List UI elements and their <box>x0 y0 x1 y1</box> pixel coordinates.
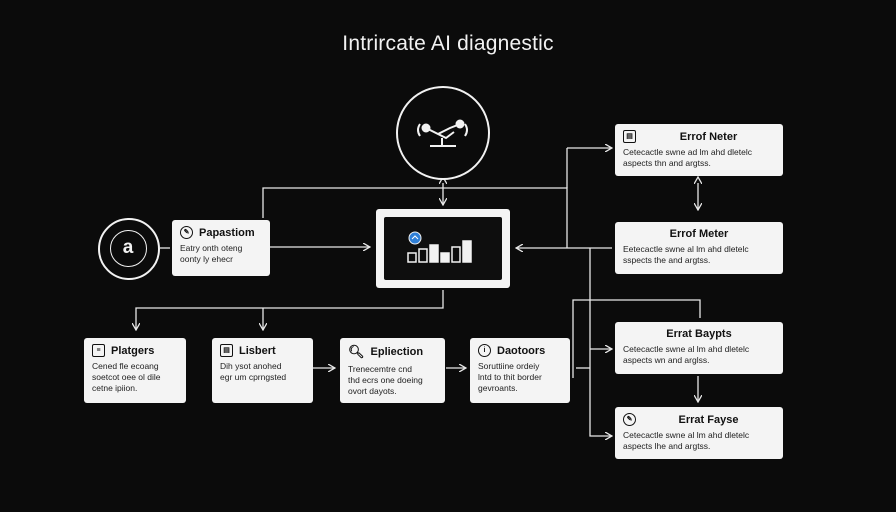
document-icon: ▤ <box>220 344 233 357</box>
box-error-3: Errat Baypts Cetecactle swne al lm ahd d… <box>615 322 783 374</box>
diagram-title: Intrircate AI diagnestic <box>342 32 554 55</box>
connector-bus-error-4 <box>589 248 612 436</box>
input-box-title: Papastiom <box>199 226 255 239</box>
input-box-line: Eatry onth oteng <box>180 243 243 253</box>
box-line: lntd to thit border <box>478 372 542 382</box>
clipboard-icon: ▤ <box>623 130 636 143</box>
connector-top-loop <box>262 187 568 248</box>
box-line: Cened fle ecoang <box>92 361 159 371</box>
connector-monitor-platgers <box>136 290 444 330</box>
box-line: aspects thn and argtss. <box>623 158 711 168</box>
input-box-line: oonty ly ehecr <box>180 254 233 264</box>
connector-daotoors-error-3 <box>572 299 701 378</box>
left-circle: a <box>98 218 160 280</box>
box-line: gevroants. <box>478 383 518 393</box>
box-title: Daotoors <box>497 344 546 357</box>
box-title: Lisbert <box>239 344 276 357</box>
box-line: soetcot oee ol dile <box>92 372 161 382</box>
box-line: Soruttiine ordeiy <box>478 361 540 371</box>
box-line: ovort dayots. <box>348 386 397 396</box>
box-line: Cetecactle swne al lm ahd dletelc <box>623 344 750 354</box>
box-line: cetne ipiion. <box>92 383 138 393</box>
box-error-2: Errof Meter Eetecactle swne al lm ahd dl… <box>615 222 783 274</box>
box-line: Trenecemtre cnd <box>348 364 412 374</box>
box-line: thd ecrs one doeing <box>348 375 423 385</box>
box-epliection: 🔍︎ Epliection Trenecemtre cnd thd ecrs on… <box>340 338 445 403</box>
bar-chart-monitor-icon <box>407 231 472 263</box>
box-title: Errof Neter <box>679 130 738 143</box>
box-line: Cetecactle swne ad lm ahd dletelc <box>623 147 752 157</box>
input-box: ✎ Papastiom Eatry onth oteng oonty ly ehe… <box>172 220 270 276</box>
robot-drone-icon <box>417 119 468 147</box>
box-error-1: ▤ Errof Neter Cetecactle swne ad lm ahd d… <box>615 124 783 176</box>
box-error-4: ✎ Errat Fayse Cetecactle swne al lm ahd d… <box>615 407 783 459</box>
box-title: Platgers <box>111 344 155 357</box>
box-title: Epliection <box>370 346 424 358</box>
box-line: Dih ysot anohed <box>220 361 282 371</box>
box-line: Eetecactle swne al lm ahd dletelc <box>623 244 749 254</box>
pencil-icon: ✎ <box>623 413 636 426</box>
search-icon: 🔍︎ <box>348 344 365 359</box>
box-lisbert: ▤ Lisbert Dih ysot anohed egr um cprngste… <box>212 338 313 403</box>
drone-circle <box>396 86 490 180</box>
circled-a-icon: a <box>122 237 134 258</box>
box-title: Errof Meter <box>669 228 729 240</box>
box-line: aspects wn and arglss. <box>623 355 710 365</box>
box-line: Cetecactle swne al lm ahd dletelc <box>623 430 750 440</box>
box-title: Errat Baypts <box>666 328 732 340</box>
monitor-panel <box>376 209 510 288</box>
pencil-icon: ✎ <box>180 226 193 239</box>
box-line: sspects the and argtss. <box>623 255 711 265</box>
list-icon: ≡ <box>92 344 105 357</box>
box-title: Errat Fayse <box>678 413 739 426</box>
box-line: aspects lhe and argtss. <box>623 441 711 451</box>
box-line: egr um cprngsted <box>220 372 287 382</box>
box-platgers: ≡ Platgers Cened fle ecoang soetcot oee o… <box>84 338 186 403</box>
box-daotoors: i Daotoors Soruttiine ordeiy lntd to thit… <box>470 338 570 403</box>
info-icon: i <box>478 344 491 357</box>
